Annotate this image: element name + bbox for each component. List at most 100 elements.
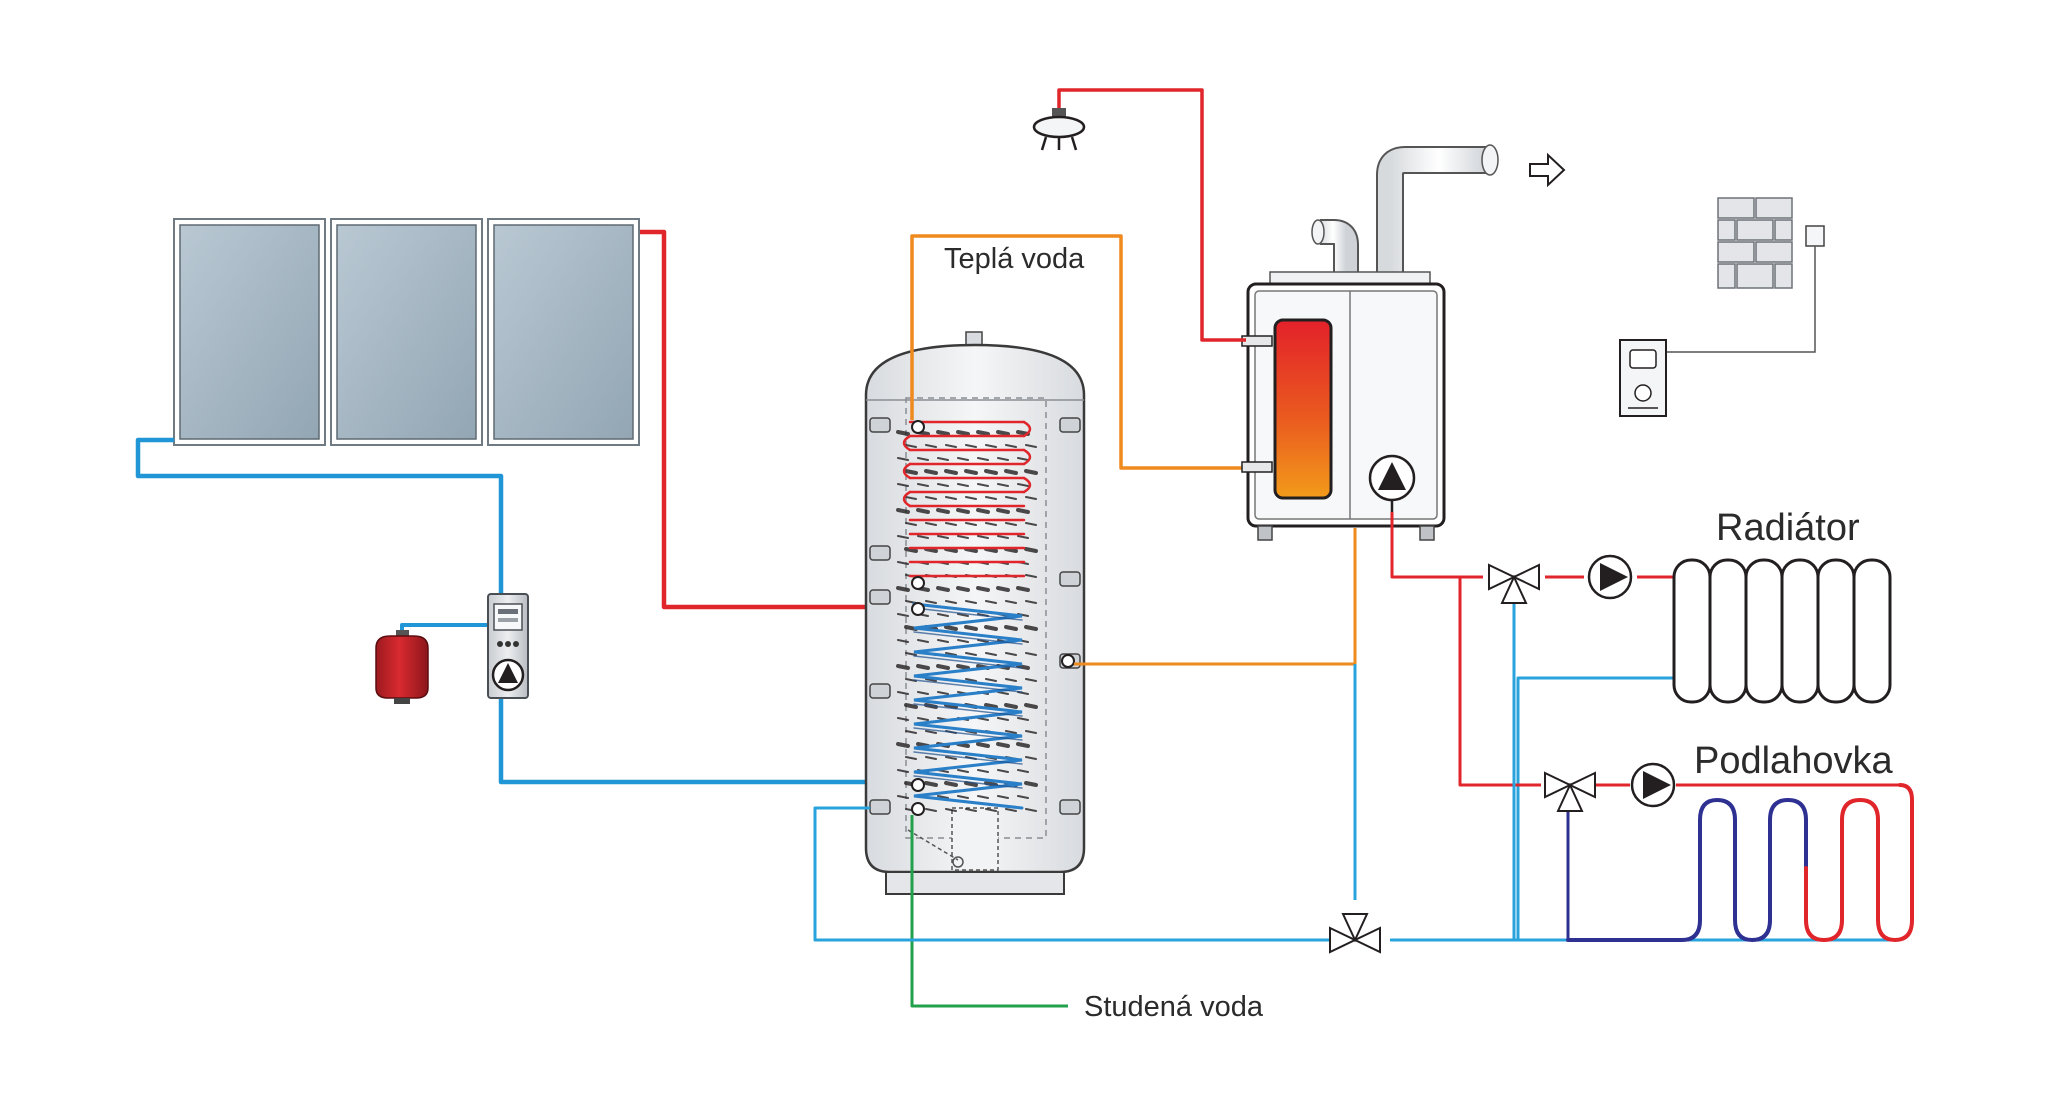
insulation-dash <box>985 522 997 526</box>
insulation-dash <box>1025 808 1037 812</box>
insulation-dash <box>957 795 969 799</box>
insulation-dash <box>905 496 917 500</box>
insulation-dash <box>1024 703 1038 709</box>
cold-water-pipe <box>910 815 1068 1008</box>
insulation-dash <box>964 547 978 553</box>
insulation-dash <box>985 652 997 656</box>
insulation-dash <box>944 625 958 631</box>
insulation-dash <box>1016 508 1030 514</box>
insulation-dash <box>937 457 949 461</box>
insulation-dash <box>1017 717 1029 721</box>
insulation-dash <box>1025 444 1037 448</box>
radiator-label: Radiátor <box>1716 507 1860 549</box>
insulation-dash <box>944 703 958 709</box>
insulation-dash <box>905 730 917 734</box>
insulation-dash <box>997 717 1009 721</box>
expansion-vessel-icon <box>375 630 429 704</box>
solar-collector-icon <box>173 218 640 446</box>
insulation-dash <box>925 522 937 526</box>
insulation-dash <box>905 522 917 526</box>
insulation-dash <box>997 691 1009 695</box>
shower-head-icon <box>1032 108 1086 151</box>
insulation-dash <box>985 678 997 682</box>
insulation-dash <box>1025 730 1037 734</box>
insulation-dash <box>1005 496 1017 500</box>
three-way-valve-icon <box>1329 913 1381 954</box>
insulation-dash <box>925 600 937 604</box>
insulation-dash <box>977 717 989 721</box>
insulation-dash <box>937 795 949 799</box>
insulation-dash <box>957 457 969 461</box>
insulation-dash <box>956 664 970 670</box>
insulation-dash <box>997 535 1009 539</box>
insulation-dash <box>957 613 969 617</box>
insulation-dash <box>904 469 918 475</box>
insulation-dash <box>985 808 997 812</box>
insulation-dash <box>985 600 997 604</box>
upper-heat-exchanger-coil <box>902 420 1032 578</box>
insulation-dash <box>1016 586 1030 592</box>
insulation-dash <box>897 535 909 539</box>
insulation-dash <box>917 691 929 695</box>
tank-ports <box>869 417 1081 816</box>
insulation-dash <box>897 795 909 799</box>
insulation-dash <box>897 769 909 773</box>
insulation-dash <box>997 769 1009 773</box>
insulation-dash <box>1005 444 1017 448</box>
insulation-dash <box>985 496 997 500</box>
wall-icon <box>1717 197 1793 289</box>
insulation-dash <box>944 781 958 787</box>
insulation-dash <box>1016 742 1030 748</box>
insulation-dash <box>897 717 909 721</box>
insulation-dash <box>925 808 937 812</box>
insulation-dash <box>917 535 929 539</box>
insulation-dash <box>965 652 977 656</box>
insulation-dash <box>1016 664 1030 670</box>
insulation-dash <box>957 639 969 643</box>
insulation-dash <box>1025 678 1037 682</box>
insulation-dash <box>897 639 909 643</box>
storage-tank <box>864 331 1086 895</box>
insulation-dash <box>917 483 929 487</box>
insulation-dash <box>977 795 989 799</box>
insulation-dash <box>1004 469 1018 475</box>
insulation-dash <box>936 508 950 514</box>
insulation-dash <box>984 703 998 709</box>
insulation-dash <box>984 547 998 553</box>
solar-hot-pipe <box>640 229 908 610</box>
insulation-dash <box>996 430 1010 436</box>
insulation-dash <box>957 769 969 773</box>
insulation-dash <box>896 664 910 670</box>
insulation-dash <box>936 430 950 436</box>
insulation-dash <box>897 691 909 695</box>
insulation-dash <box>924 781 938 787</box>
solar-pump-station-icon <box>487 593 529 699</box>
insulation-dash <box>937 535 949 539</box>
insulation-dash <box>897 613 909 617</box>
insulation-dash <box>1017 795 1029 799</box>
insulation-dash <box>1005 652 1017 656</box>
insulation-dash <box>977 639 989 643</box>
pump-icon <box>1630 762 1676 808</box>
insulation-dash <box>944 547 958 553</box>
insulation-dash <box>936 586 950 592</box>
insulation-dash <box>1005 730 1017 734</box>
insulation-dash <box>956 508 970 514</box>
insulation-dash <box>976 742 990 748</box>
insulation-dash <box>1004 625 1018 631</box>
insulation-dash <box>945 756 957 760</box>
insulation-dash <box>917 457 929 461</box>
insulation-dash <box>945 496 957 500</box>
insulation-dash <box>937 639 949 643</box>
three-way-valve-icon <box>1488 563 1540 604</box>
insulation-dash <box>1017 769 1029 773</box>
cold-water-label: Studená voda <box>1084 991 1264 1023</box>
insulation-dash <box>964 469 978 475</box>
insulation-dash <box>976 430 990 436</box>
insulation-dash <box>1017 457 1029 461</box>
insulation-dash <box>964 781 978 787</box>
insulation-dash <box>904 547 918 553</box>
insulation-dash <box>945 652 957 656</box>
insulation-dash <box>917 639 929 643</box>
insulation-dash <box>925 444 937 448</box>
